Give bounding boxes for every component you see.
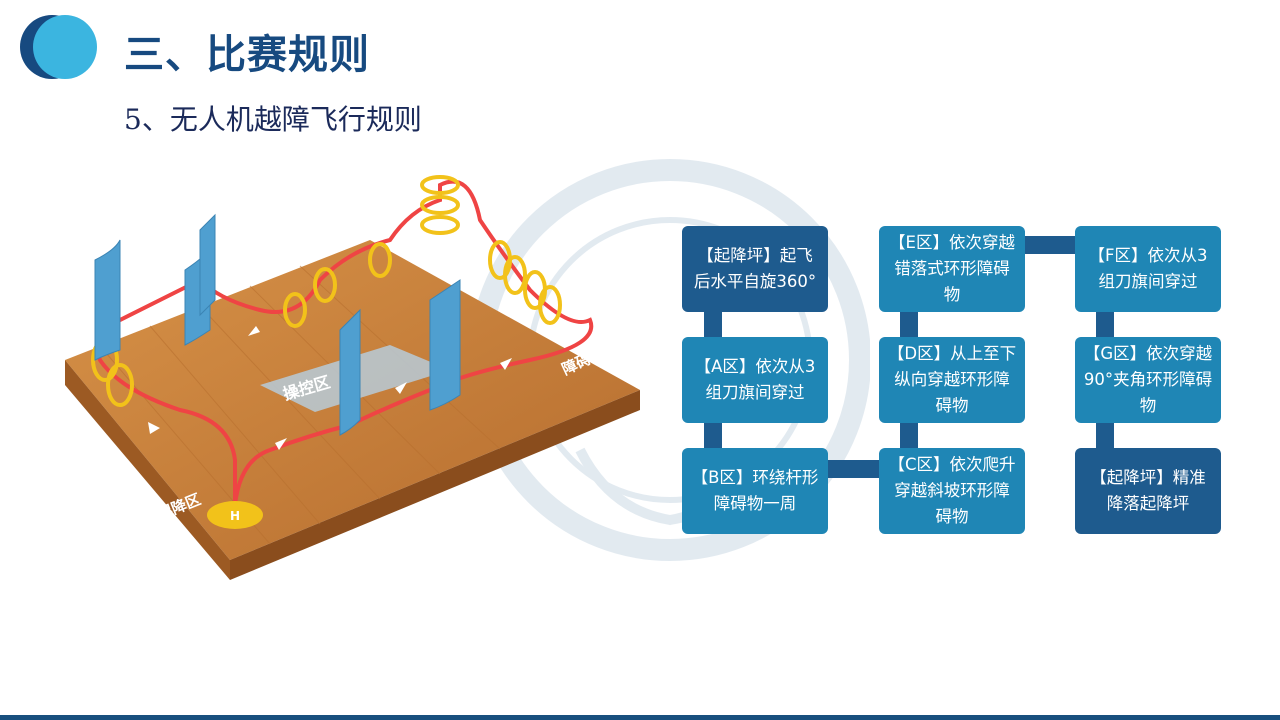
step-zone-c: 【C区】依次爬升穿越斜坡环形障碍物 xyxy=(879,448,1025,534)
step-zone-a: 【A区】依次从3组刀旗间穿过 xyxy=(682,337,828,423)
page-subtitle: 5、无人机越障飞行规则 xyxy=(124,103,422,136)
page-title: 三、比赛规则 xyxy=(124,32,370,78)
connector-s1-a xyxy=(704,312,722,338)
bottom-bar xyxy=(0,715,1280,720)
step-zone-b: 【B区】环绕杆形障碍物一周 xyxy=(682,448,828,534)
step-zone-g: 【G区】依次穿越90°夹角环形障碍物 xyxy=(1075,337,1221,423)
connector-e-f xyxy=(1024,236,1076,254)
step-takeoff: 【起降坪】起飞后水平自旋360° xyxy=(682,226,828,312)
logo-icon xyxy=(20,15,97,79)
helipad xyxy=(207,501,263,529)
step-zone-f: 【F区】依次从3组刀旗间穿过 xyxy=(1075,226,1221,312)
connector-c-d xyxy=(900,422,918,448)
connector-b-c xyxy=(828,460,880,478)
connector-d-e xyxy=(900,312,918,338)
step-zone-d: 【D区】从上至下纵向穿越环形障碍物 xyxy=(879,337,1025,423)
connector-f-g xyxy=(1096,312,1114,338)
connector-a-b xyxy=(704,422,722,448)
course-illustration: 操控区 H 起降区 障碍区 xyxy=(65,175,640,580)
helipad-label: H xyxy=(230,509,240,523)
step-zone-e: 【E区】依次穿越错落式环形障碍物 xyxy=(879,226,1025,312)
step-landing: 【起降坪】精准降落起降坪 xyxy=(1075,448,1221,534)
connector-g-s2 xyxy=(1096,422,1114,448)
